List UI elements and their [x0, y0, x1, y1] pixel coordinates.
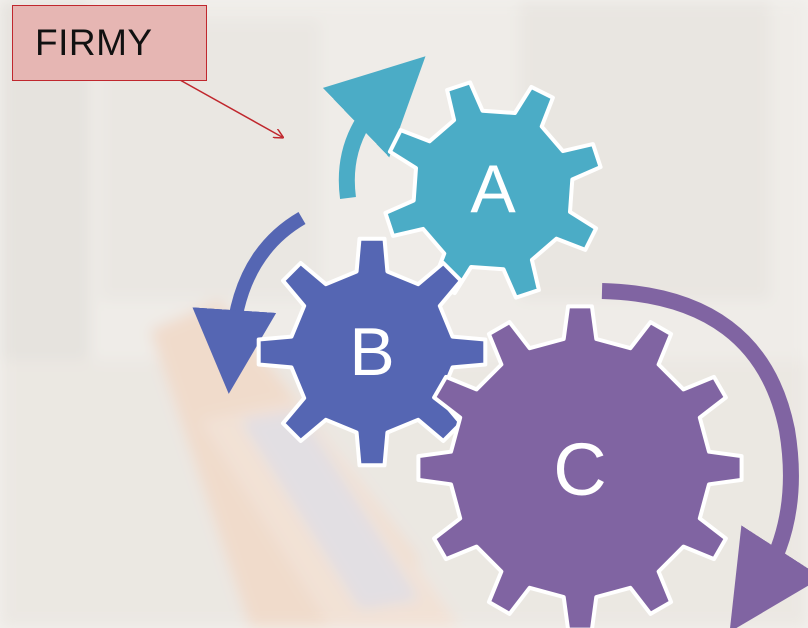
firmy-label: FIRMY: [35, 22, 153, 63]
cycle-arrow-b: [192, 211, 306, 394]
gear-a-label: A: [470, 151, 516, 227]
cycle-arrow-c: [601, 283, 808, 628]
gear-c-icon: [416, 304, 744, 628]
gear-a: A: [383, 80, 603, 300]
label-pointer-arrow: [179, 79, 282, 137]
gear-c: C: [416, 304, 744, 628]
gear-b-label: B: [349, 314, 394, 390]
gear-a-icon: [383, 80, 603, 300]
gear-b: B: [256, 236, 488, 468]
cycle-arrow-a: [322, 56, 426, 200]
firmy-label-box: FIRMY: [12, 5, 207, 81]
gear-b-icon: [256, 236, 488, 468]
gear-c-label: C: [553, 428, 606, 511]
